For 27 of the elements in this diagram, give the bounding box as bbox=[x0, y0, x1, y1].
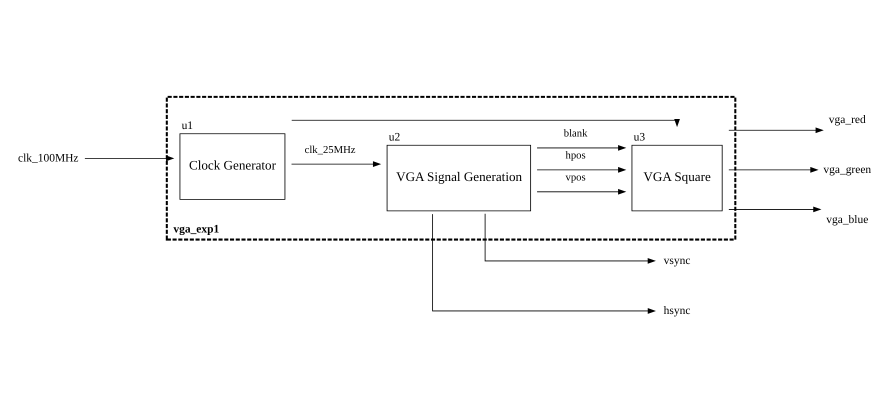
arrow bbox=[728, 126, 824, 133]
node-text: vga_blue bbox=[826, 213, 868, 226]
node-text: vsync bbox=[664, 254, 690, 266]
node-text: vga_green bbox=[823, 163, 872, 176]
edge-label: clk_25MHz bbox=[304, 144, 356, 156]
arrow bbox=[536, 166, 626, 172]
arrow bbox=[291, 118, 680, 127]
arrow bbox=[728, 206, 822, 212]
node-box: Clock Generator bbox=[180, 132, 286, 200]
node-text: vga_red bbox=[828, 113, 866, 126]
node-label: u3 bbox=[634, 130, 646, 143]
node-box: VGA Square bbox=[632, 144, 723, 211]
arrow bbox=[432, 213, 656, 314]
node-box: VGA Signal Generation bbox=[386, 144, 532, 211]
arrow bbox=[536, 188, 626, 194]
edge-label: blank bbox=[564, 128, 588, 140]
arrow bbox=[84, 155, 174, 161]
node-label: u1 bbox=[182, 120, 194, 132]
arrow bbox=[484, 212, 656, 264]
node-label: u2 bbox=[388, 130, 400, 143]
edge-label: vpos bbox=[566, 172, 586, 184]
edge-label: hpos bbox=[566, 150, 586, 162]
node-text: clk_100MHz bbox=[18, 152, 79, 164]
arrow bbox=[291, 160, 382, 166]
arrow bbox=[536, 144, 626, 150]
node-text: hsync bbox=[664, 304, 690, 316]
arrow bbox=[728, 166, 819, 172]
